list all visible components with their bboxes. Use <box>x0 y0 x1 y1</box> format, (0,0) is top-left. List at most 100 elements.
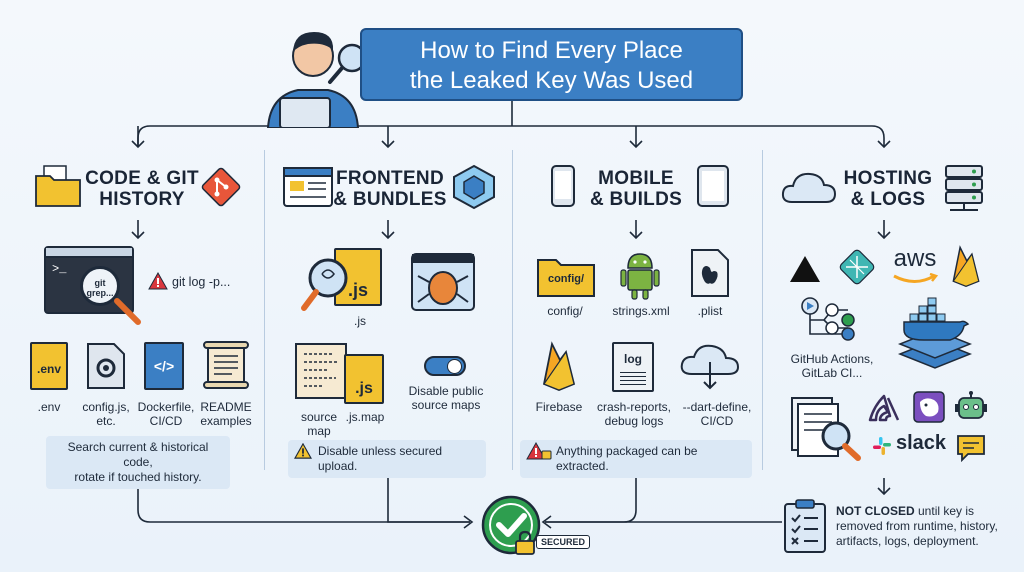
slack-hash-icon <box>873 437 891 455</box>
col2-heading-line2: & BUNDLES <box>333 189 447 210</box>
warning-lock-icon <box>526 442 552 460</box>
source-map-label-1: source <box>300 410 338 424</box>
divider-3 <box>762 150 763 470</box>
robot-bot-icon <box>955 391 987 419</box>
divider-2 <box>512 150 513 470</box>
crash-reports-label: crash-reports, debug logs <box>594 400 674 428</box>
not-closed-rest: until key is <box>914 504 975 518</box>
plist-label: .plist <box>697 304 723 318</box>
vercel-triangle-icon <box>790 256 820 282</box>
terminal-prompt: >_ <box>52 262 67 276</box>
crash-reports-2: debug logs <box>604 414 664 428</box>
aws-text: aws <box>893 245 937 272</box>
toggle-label-1: Disable public <box>408 384 484 398</box>
col3-note: Anything packaged can be extracted. <box>520 440 752 478</box>
magnifier-icon <box>301 258 348 311</box>
cloud-download-icon <box>680 344 740 390</box>
disable-source-maps-toggle[interactable] <box>424 356 466 376</box>
not-closed-line2: removed from runtime, history, <box>836 519 998 533</box>
config-folder-label: config/ <box>547 304 583 318</box>
sentry-icon <box>868 394 900 422</box>
strings-xml-label: strings.xml <box>612 304 670 318</box>
source-map-icon <box>295 343 347 399</box>
dart-define-2: CI/CD <box>700 414 734 428</box>
cloud-icon <box>781 172 837 203</box>
crash-reports-1: crash-reports, <box>596 400 672 414</box>
slack-wordmark: slack <box>896 432 947 454</box>
source-map-label: source map <box>294 410 344 438</box>
datadog-icon <box>913 391 945 423</box>
tablet-icon <box>697 165 729 207</box>
not-closed-note: NOT CLOSED until key is removed from run… <box>836 504 1016 549</box>
col2-heading: FRONTEND & BUNDLES <box>330 168 450 210</box>
js-tag: .js <box>347 280 368 300</box>
aws-smile-icon <box>893 272 939 283</box>
source-map-label-2: map <box>307 424 331 438</box>
dockerfile-code-icon: </> <box>144 342 184 390</box>
env-file-tag: .env <box>36 362 61 376</box>
title-line-2: the Leaked Key Was Used <box>409 67 694 94</box>
col1-heading-line2: HISTORY <box>99 189 185 210</box>
webpack-cube-icon <box>453 164 495 210</box>
padlock-icon <box>515 530 535 555</box>
dockerfile-label-2: CI/CD <box>149 414 183 428</box>
config-gear-file-icon <box>87 343 125 389</box>
not-closed-bold: NOT CLOSED <box>836 504 915 518</box>
divider-1 <box>264 150 265 470</box>
config-folder-icon: config/ <box>536 252 596 298</box>
browser-window-icon <box>283 167 333 207</box>
col3-heading-line2: & BUILDS <box>589 189 683 210</box>
col4-heading-line1: HOSTING <box>843 168 933 189</box>
col1-note-2: rotate if touched history. <box>74 470 202 484</box>
code-tag: </> <box>153 358 175 374</box>
col2-note: Disable unless secured upload. <box>288 440 486 478</box>
js-label: .js <box>354 314 366 328</box>
config-label: config.js,etc. <box>76 400 136 428</box>
smartphone-icon <box>551 165 575 207</box>
chat-bubble-icon <box>957 435 985 462</box>
js-map-tag: .js <box>355 380 373 397</box>
person-with-magnifier-icon <box>266 32 367 128</box>
dart-define-1: --dart-define, <box>682 400 752 414</box>
toggle-label: Disable public source maps <box>400 384 492 412</box>
not-closed-line3: artifacts, logs, deployment. <box>836 534 979 548</box>
title-line-1: How to Find Every Place <box>420 37 683 64</box>
col1-heading-line1: CODE & GIT <box>85 168 199 189</box>
magnifier-handle-icon <box>114 298 141 325</box>
log-search-document-icon <box>791 397 861 461</box>
terminal-text-2: grep... <box>86 288 114 298</box>
terminal-text-1: git <box>94 278 106 288</box>
secured-tag: SECURED <box>536 535 591 549</box>
netlify-icon <box>839 249 875 285</box>
title-banner: How to Find Every Place the Leaked Key W… <box>360 28 743 101</box>
secured-checkmark-icon <box>481 495 541 555</box>
js-map-label: .js.map <box>345 410 385 424</box>
dockerfile-label: Dockerfile,CI/CD <box>134 400 198 428</box>
firebase-flame-icon <box>542 341 576 391</box>
readme-label-1: README <box>200 400 252 414</box>
git-logo-icon <box>201 167 241 207</box>
config-label-2: etc. <box>96 414 116 428</box>
checklist-clipboard-icon <box>784 499 826 553</box>
dart-define-label: --dart-define, CI/CD <box>674 400 760 428</box>
env-label: .env <box>20 400 78 414</box>
readme-scroll-icon <box>203 341 249 389</box>
col1-heading: CODE & GIT HISTORY <box>82 168 202 210</box>
env-file-icon: .env <box>30 342 68 390</box>
js-map-file-icon: .js <box>344 354 384 404</box>
firebase-icon <box>952 245 980 288</box>
col3-heading: MOBILE & BUILDS <box>578 168 694 210</box>
toggle-label-2: source maps <box>411 398 481 412</box>
log-tag: log <box>624 352 642 366</box>
ci-label: GitHub Actions, GitLab CI... <box>782 352 882 380</box>
col2-note-text: Disable unless secured upload. <box>318 444 443 473</box>
col2-heading-line1: FRONTEND <box>336 168 444 189</box>
ci-pipeline-icon <box>801 297 855 341</box>
server-rack-icon <box>945 165 983 211</box>
folder-icon <box>35 165 81 207</box>
bug-in-browser-icon <box>411 253 475 311</box>
log-file-icon: log <box>612 342 654 392</box>
plist-apple-file-icon <box>691 249 729 297</box>
